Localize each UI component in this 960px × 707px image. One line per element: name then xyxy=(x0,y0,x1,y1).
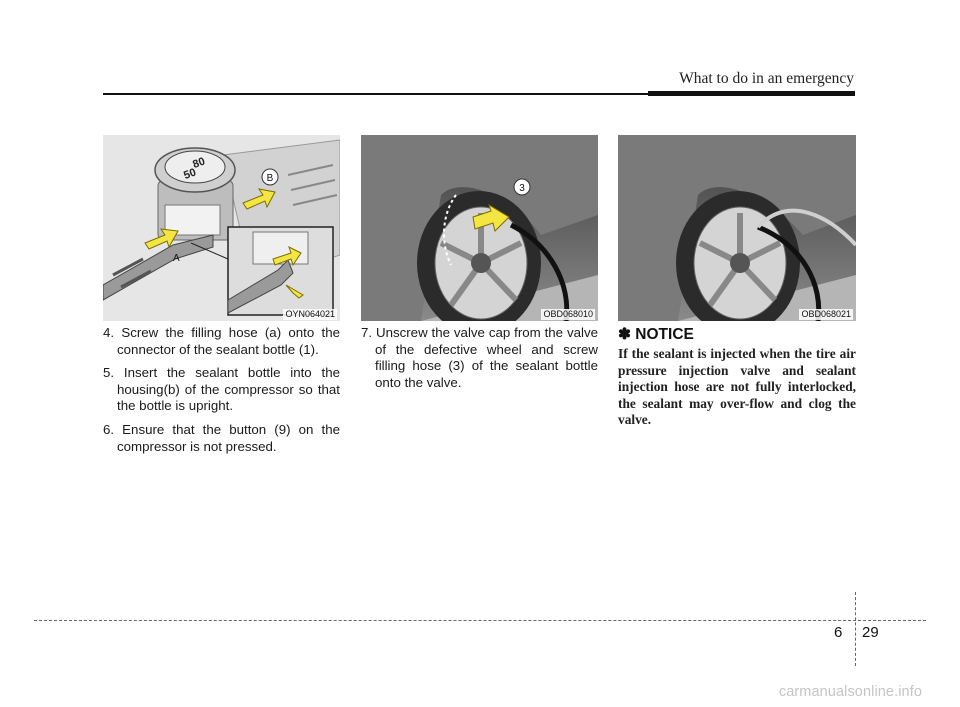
figure-sealant-bottle: 80 50 B A OYN064021 xyxy=(103,135,340,321)
steps-column-1: 4. Screw the filling hose (a) onto the c… xyxy=(103,325,340,462)
figure-code: OYN064021 xyxy=(283,309,337,320)
header-bar xyxy=(648,91,855,96)
step-5: 5. Insert the sealant bottle into the ho… xyxy=(103,365,340,414)
wheel-connected-illustration xyxy=(618,135,856,321)
notice-heading: ✽ NOTICE xyxy=(618,326,694,343)
gauge-lower-label: 50 xyxy=(182,166,198,181)
wheel-valve-illustration: 3 xyxy=(361,135,598,321)
step-7: 7. Unscrew the valve cap from the valve … xyxy=(361,325,598,390)
figure-code: OBD068010 xyxy=(541,309,595,320)
section-title: What to do in an emergency xyxy=(679,70,854,87)
chapter-number: 6 xyxy=(834,624,843,641)
header-rule xyxy=(103,93,855,95)
footer-divider xyxy=(855,592,856,666)
gauge-upper-label: 80 xyxy=(191,155,207,170)
callout-3: 3 xyxy=(519,183,525,194)
footer-rule xyxy=(34,620,926,621)
figure-wheel-connected: OBD068021 xyxy=(618,135,856,321)
page-number: 29 xyxy=(862,624,879,641)
callout-a: A xyxy=(173,253,180,264)
step-4: 4. Screw the filling hose (a) onto the c… xyxy=(103,325,340,357)
figure-code: OBD068021 xyxy=(799,309,853,320)
watermark: carmanualsonline.info xyxy=(778,684,922,700)
callout-b: B xyxy=(267,173,274,184)
notice-text: If the sealant is injected when the tire… xyxy=(618,346,856,428)
sealant-bottle-illustration: 80 50 B A xyxy=(103,135,340,321)
steps-column-2: 7. Unscrew the valve cap from the valve … xyxy=(361,325,598,398)
figure-valve-hose: 3 OBD068010 xyxy=(361,135,598,321)
step-6: 6. Ensure that the button (9) on the com… xyxy=(103,421,340,454)
